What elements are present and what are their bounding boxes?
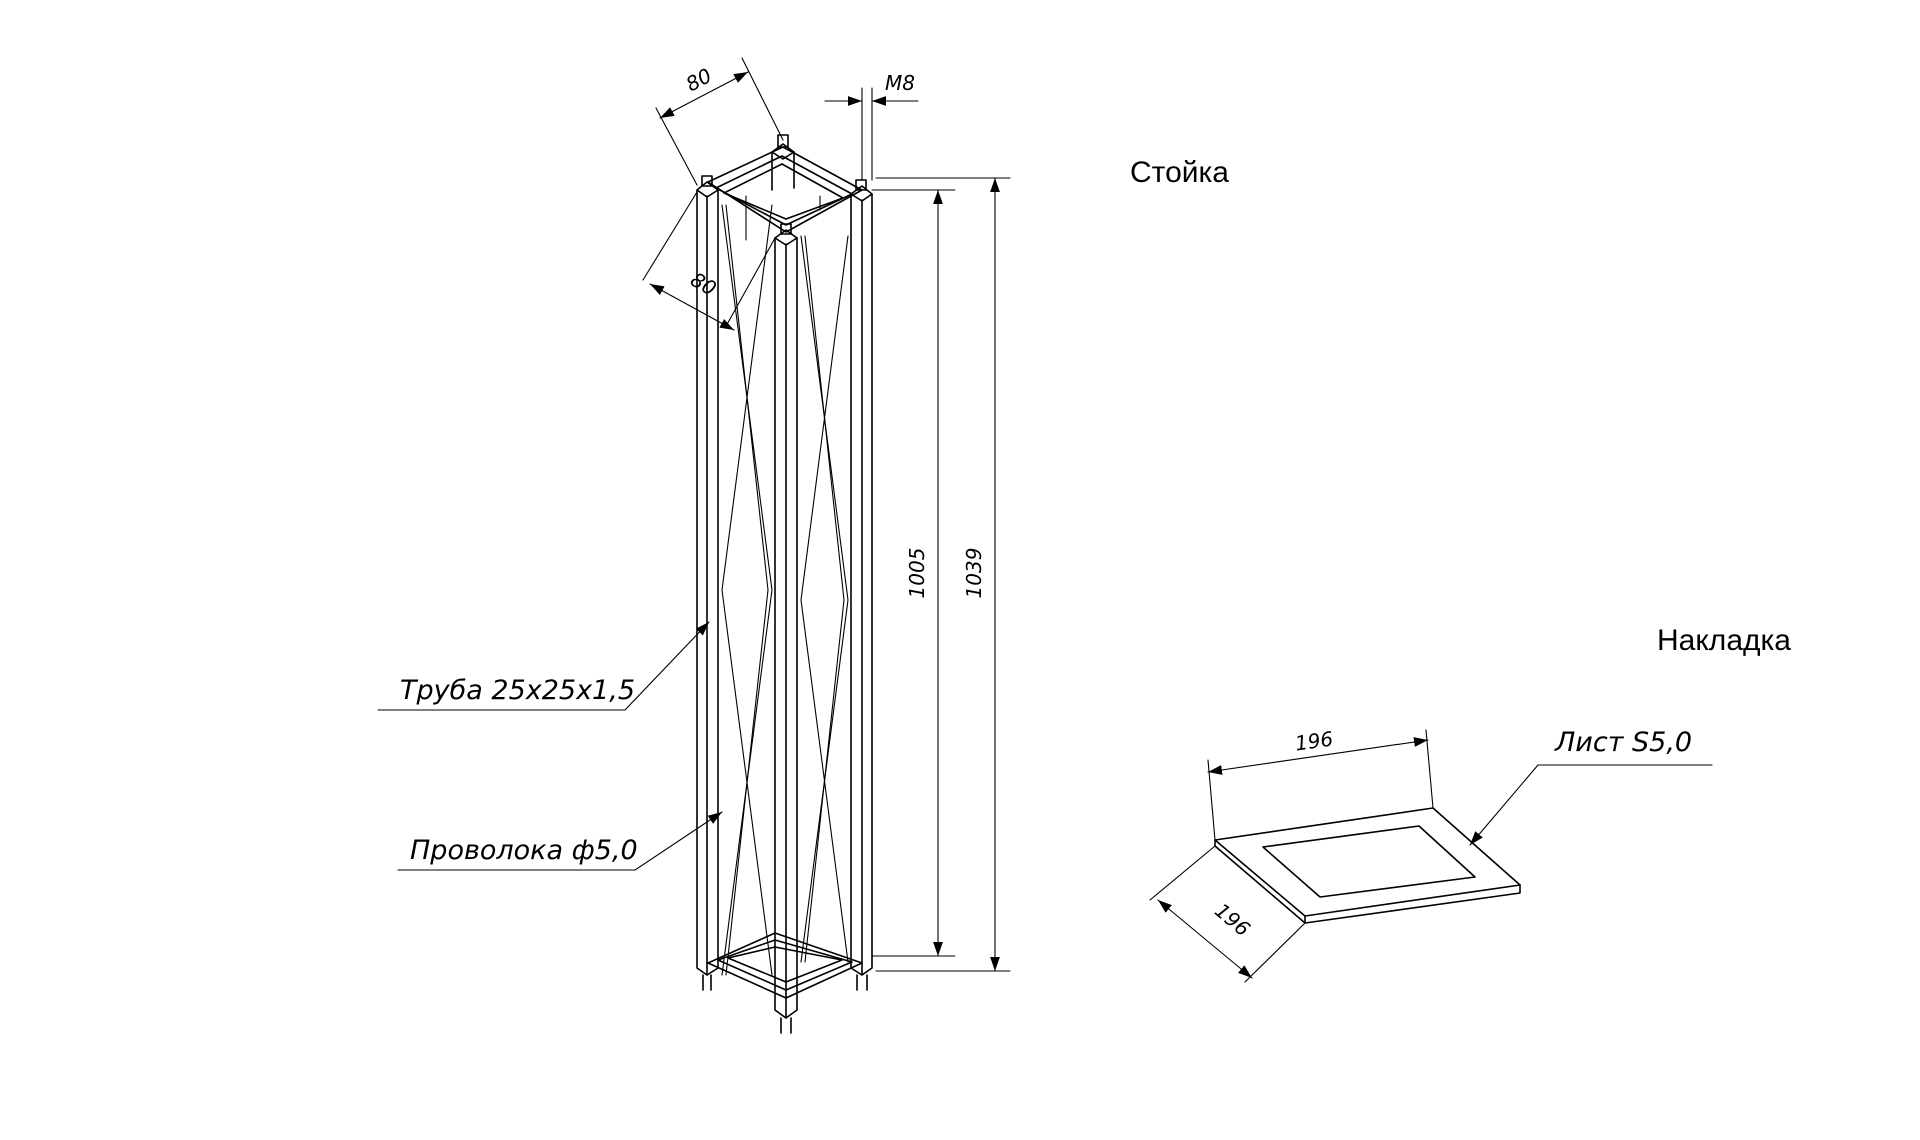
post-corner-tube-left <box>696 181 719 976</box>
dimension-plate-length-label: 196 <box>1293 727 1334 756</box>
post-title: Стойка <box>1130 156 1229 189</box>
callout-sheet: Лист S5,0 <box>1469 727 1713 846</box>
dimension-width-top: 80 <box>655 57 784 186</box>
post-drawing: M8 80 80 1005 1039 <box>377 57 1011 1034</box>
dimension-thread-m8-label: M8 <box>885 71 915 95</box>
callout-wire: Проволока ф5,0 <box>397 811 723 871</box>
post-corner-tube-front <box>774 229 798 1019</box>
post-bottom-frame <box>707 932 863 999</box>
dimension-height-inner: 1005 <box>871 189 956 957</box>
callout-tube-label: Труба 25х25х1,5 <box>400 675 635 706</box>
callout-sheet-label: Лист S5,0 <box>1554 727 1692 758</box>
plate-title: Накладка <box>1657 624 1791 657</box>
dimension-height-outer-label: 1039 <box>962 548 986 599</box>
plate-outline <box>1214 807 1521 924</box>
plate-window <box>1262 825 1476 898</box>
post-corner-tube-right <box>850 185 873 976</box>
dimension-plate-width: 196 <box>1149 845 1306 983</box>
dimension-thread-m8: M8 <box>824 71 919 181</box>
callout-wire-label: Проволока ф5,0 <box>410 835 638 866</box>
dimension-width-side-label: 80 <box>686 267 720 301</box>
dimension-height-outer: 1039 <box>875 177 1011 972</box>
post-studs <box>701 134 868 1034</box>
post-top-frame <box>707 146 863 233</box>
dimension-plate-width-label: 196 <box>1210 898 1255 941</box>
callout-tube: Труба 25х25х1,5 <box>377 621 710 711</box>
post-wire-bracing <box>721 195 849 976</box>
dimension-height-inner-label: 1005 <box>905 548 929 599</box>
dimension-plate-length: 196 <box>1207 727 1434 841</box>
plate-drawing: 196 196 Лист S5,0 <box>1149 727 1713 983</box>
